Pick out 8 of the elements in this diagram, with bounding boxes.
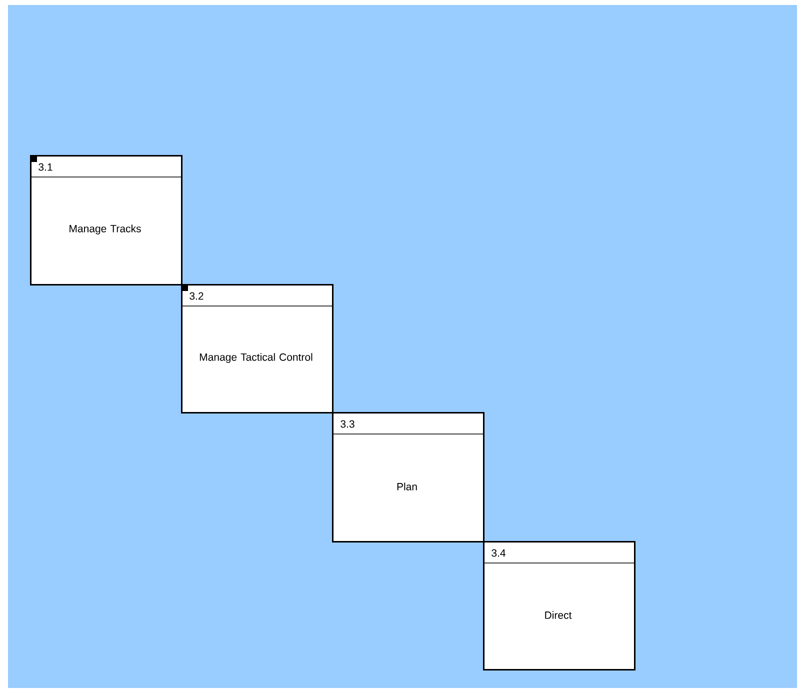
process-label: Direct [545, 611, 572, 619]
process-number: 3.4 [492, 549, 506, 557]
process-label: Manage Tracks [70, 224, 141, 234]
process-number: 3.2 [190, 292, 204, 300]
process-number: 3.3 [340, 420, 354, 428]
process-label: Manage Tactical Control [200, 353, 312, 363]
process-label: Plan [397, 482, 417, 490]
process-number: 3.1 [38, 163, 52, 171]
